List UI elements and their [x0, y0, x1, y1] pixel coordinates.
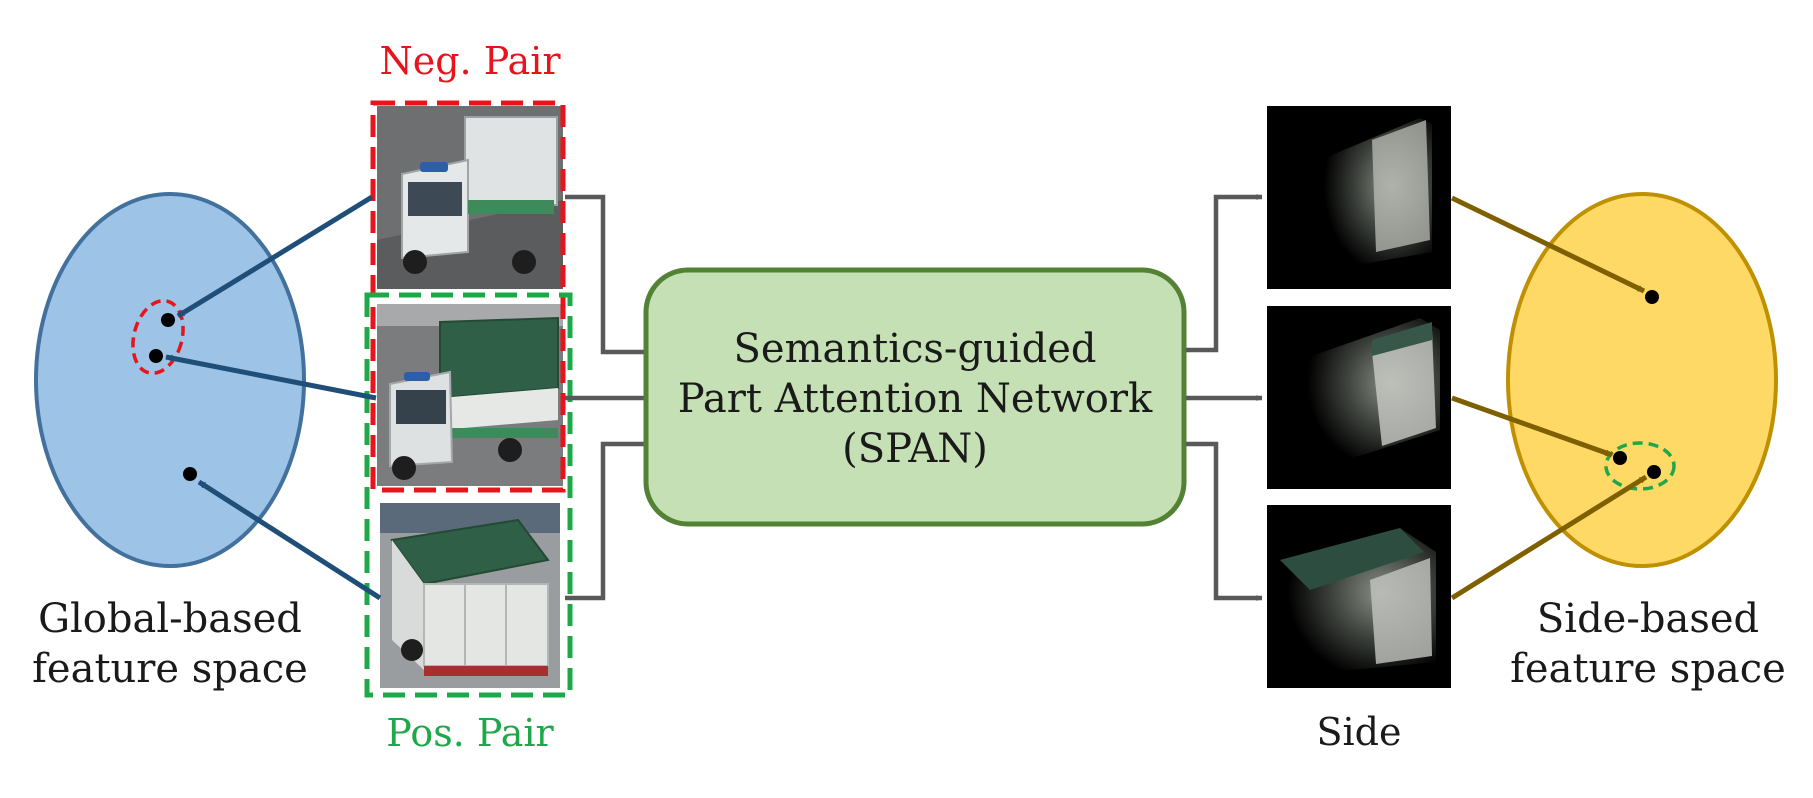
arrow-side1-to-space	[1450, 195, 1646, 294]
global-point-pos	[183, 467, 197, 481]
side-pos-pair-ring	[1604, 441, 1676, 491]
side-point-pos-a	[1613, 451, 1627, 465]
connector-span-to-side3	[1186, 441, 1263, 601]
arrow-photo3-to-global	[197, 479, 382, 601]
global-space-label-line2: feature space	[32, 646, 308, 692]
span-title-line2: Part Attention Network	[678, 376, 1153, 422]
span-network-block: Semantics-guided Part Attention Network …	[643, 267, 1187, 527]
side-space-label-line2: feature space	[1510, 646, 1786, 692]
truck-photo-1	[377, 106, 563, 289]
pos-pair-label: Pos. Pair	[386, 711, 554, 755]
neg-pair-label: Neg. Pair	[379, 39, 561, 83]
arrow-photo1-to-global	[176, 194, 374, 319]
side-caption: Side	[1317, 710, 1402, 754]
connector-photo1-to-span	[565, 194, 648, 355]
side-point-neg	[1645, 290, 1659, 304]
global-neg-pair-ring	[131, 298, 185, 376]
side-feature-space	[1506, 192, 1778, 568]
side-point-pos-b	[1647, 465, 1661, 479]
global-feature-space	[34, 192, 306, 568]
global-ellipse	[34, 192, 306, 568]
global-point-neg-b	[149, 349, 163, 363]
truck-photo-3	[380, 503, 560, 688]
span-title-line1: Semantics-guided	[734, 326, 1097, 372]
side-attention-map-1	[1267, 106, 1451, 289]
pos-pair-box	[364, 292, 573, 698]
connector-span-to-side1	[1186, 194, 1263, 353]
truck-photo-2	[377, 304, 563, 486]
span-title-line3: (SPAN)	[842, 426, 988, 472]
side-attention-map-2	[1267, 306, 1451, 489]
global-point-neg-a	[161, 313, 175, 327]
side-ellipse	[1506, 192, 1778, 568]
side-attention-map-3	[1267, 505, 1451, 688]
side-space-label-line1: Side-based	[1537, 596, 1759, 642]
global-space-label-line1: Global-based	[38, 596, 302, 642]
arrow-side2-to-space	[1451, 395, 1613, 458]
arrow-side3-to-space	[1450, 474, 1648, 601]
arrow-photo2-to-global	[165, 354, 377, 401]
span-box	[643, 267, 1187, 527]
connector-photo3-to-span	[565, 441, 648, 601]
